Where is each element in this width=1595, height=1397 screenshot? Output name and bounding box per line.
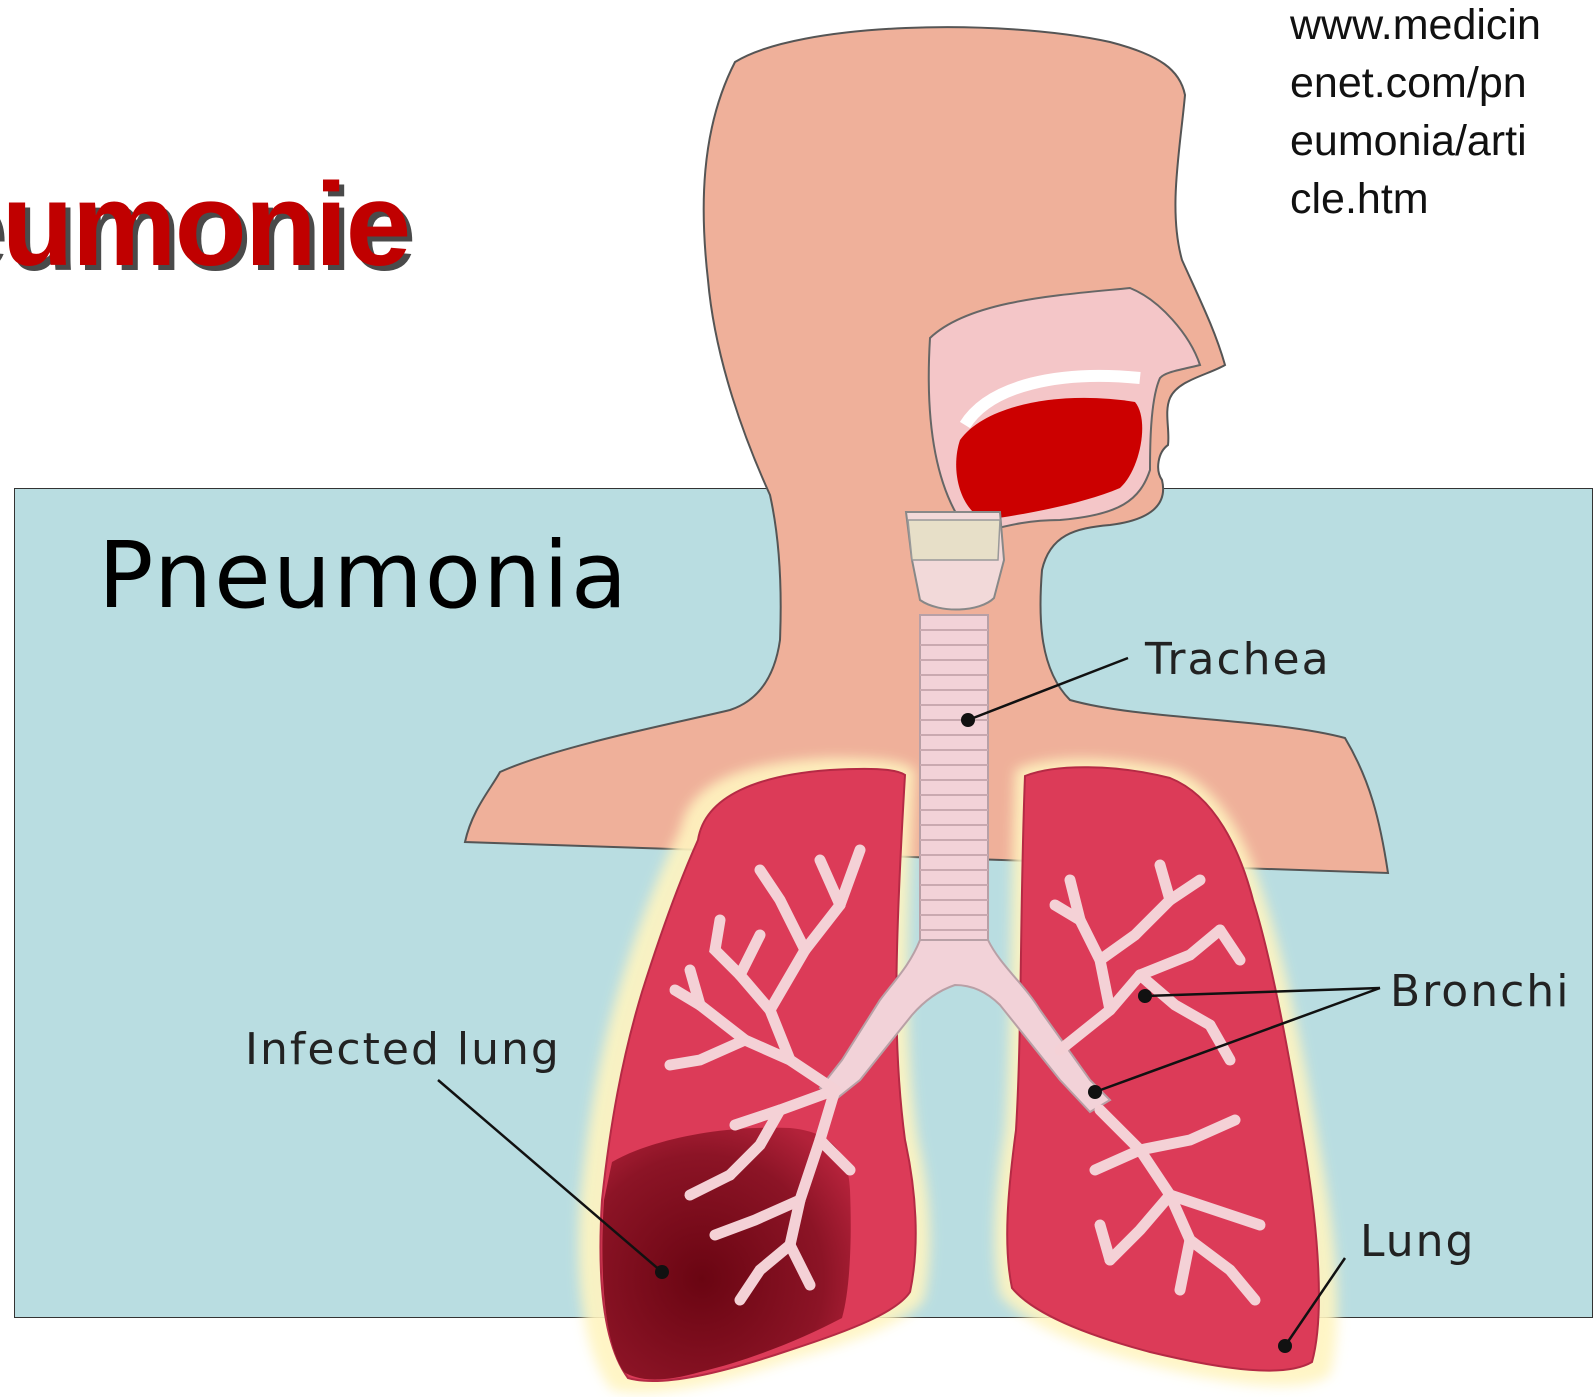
larynx-cartilage [908, 520, 1000, 560]
label-lung: Lung [1360, 1220, 1475, 1264]
label-trachea: Trachea [1145, 638, 1331, 682]
label-bronchi: Bronchi [1390, 970, 1570, 1014]
label-infected-lung: Infected lung [245, 1028, 561, 1072]
trachea [920, 615, 988, 955]
